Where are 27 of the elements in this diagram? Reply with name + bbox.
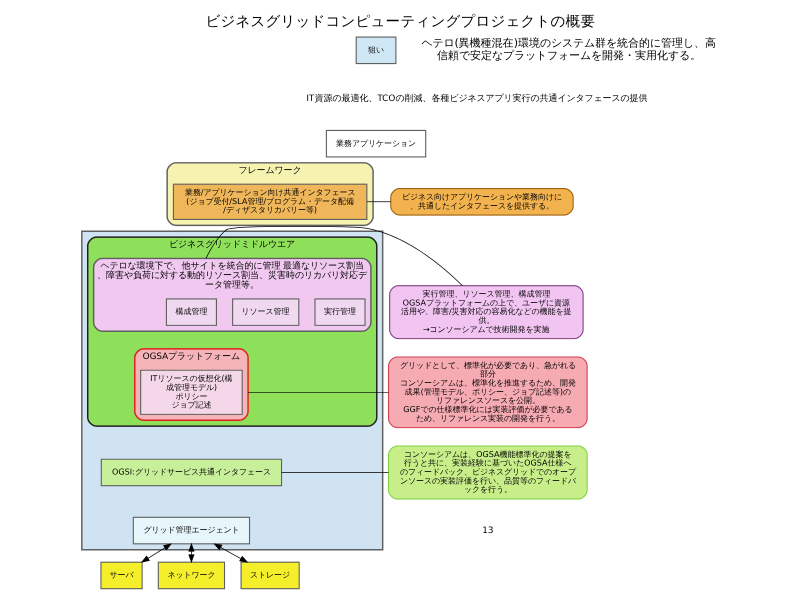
arrow [188, 542, 194, 564]
node-box: コンソーシアムは、OGSA機能標準化の提案を行うと共に、実装経験に基づいたOGSA仕様へのフィードバック、ビジネスグリッドでのオープンソースの実装評価を行い、品質等のフィードバックを行う。 [388, 445, 588, 500]
node-box: 実行管理 [314, 298, 366, 326]
node-box: ネットワーク [157, 562, 225, 590]
node-box: 業務/アプリケーション向け共通インタフェース (ジョブ受付/SLA管理/プログラム・データ配備/ディザスタリカバリー等) [172, 184, 367, 220]
arrow [212, 543, 248, 563]
node-box: 実行管理、リソース管理、構成管理 OGSAプラットフォームの上で、ユーザに資源活用や、障害/災害対応の容易化などの機能を提供。 →コンソーシアムで技術開発を実施 [388, 285, 584, 340]
node-box: ITリソースの仮想化(構成管理モデル) ポリシー ジョブ記述 [140, 370, 242, 415]
node-box: ビジネス向けアプリケーションや業務向けに、共通したインタフェースを提供する。 [390, 188, 574, 216]
label: IT資源の最適化、TCOの削減、各種ビジネスアプリ実行の共通インタフェースの提供 [306, 94, 647, 104]
node-box: グリッドとして、標準化が必要であり、急がれる部分 コンソーシアムは、標準化を推進するため、開発成果(管理モデル、ポリシー、ジョブ記述等)のリファレンスソースを公開。 GGFでの仕様標準化には実装評価が必要であるため、リファレンス実装の開発を行う。 [388, 356, 588, 428]
label: 13 [482, 526, 493, 536]
node-box: サーバ [100, 562, 142, 590]
connector [280, 472, 388, 473]
node-box: OGSI:グリッドサービス共通インタフェース [100, 458, 282, 486]
connector [247, 392, 388, 393]
node-box: グリッド管理エージェント [132, 516, 250, 544]
node-box: ストレージ [240, 562, 300, 590]
node-box: 構成管理 [165, 298, 216, 326]
node-box: 狙い [355, 36, 396, 64]
node-box: リソース管理 [232, 298, 299, 326]
connector [205, 226, 462, 286]
node-box: 業務アプリケーション [325, 130, 426, 158]
arrow [140, 543, 172, 563]
connector [366, 201, 391, 202]
node-label: ヘテロ(異機種混在)環境のシステム群を統合的に管理し、高信頼で安定なプラットフォームを開発・実用化する。 [420, 36, 716, 62]
diagram-title: ビジネスグリッドコンピューティングプロジェクトの概要 [205, 13, 595, 30]
